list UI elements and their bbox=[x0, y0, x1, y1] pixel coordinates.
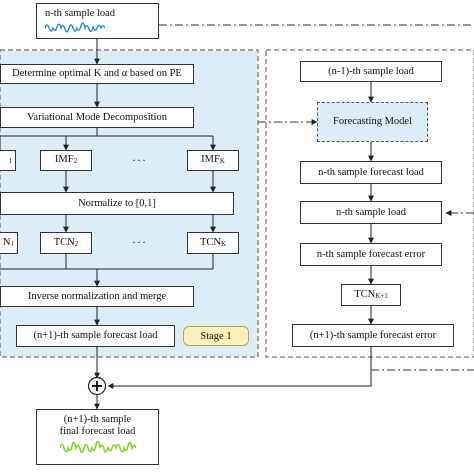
forecast-load-box: n-th sample forecast load bbox=[300, 161, 442, 184]
tcn1-box-partial: N1 bbox=[0, 232, 18, 254]
sample-load-box: n-th sample load bbox=[300, 201, 442, 224]
tcn1-label: N1 bbox=[2, 236, 14, 248]
imfk-label: IMFK bbox=[201, 154, 225, 165]
sum-node bbox=[87, 376, 107, 396]
prev-load-box: (n-1)-th sample load bbox=[300, 61, 442, 82]
tcn-k1-box: TCNK+1 bbox=[341, 284, 401, 306]
blue-wave-icon bbox=[45, 22, 105, 33]
merge-box: Inverse normalization and merge bbox=[0, 286, 194, 307]
arrow-stage2-to-sum bbox=[107, 347, 372, 389]
input-load-box: n-th sample load bbox=[36, 3, 159, 39]
sum-symbol: + bbox=[90, 376, 104, 395]
imf2-label: IMF2 bbox=[54, 154, 78, 165]
forecast-error-label: n-th sample forecast error bbox=[316, 248, 426, 260]
imf-ellipsis: ··· bbox=[132, 153, 147, 167]
stage1-badge: Stage 1 bbox=[183, 326, 249, 346]
final-output-box: (n+1)-th sample final forecast load bbox=[36, 409, 159, 465]
next-error-label: (n+1)-th sample forecast error bbox=[309, 329, 437, 341]
forecasting-model-box: Forecasting Model bbox=[317, 102, 428, 142]
imf1-box-partial: 1 bbox=[0, 150, 16, 171]
tcn-k1-label: TCNK+1 bbox=[354, 288, 388, 300]
prev-load-label: (n-1)-th sample load bbox=[328, 65, 414, 77]
sample-load-label: n-th sample load bbox=[336, 206, 406, 218]
imfk-box: IMFK bbox=[187, 150, 239, 171]
vmd-label: Variational Mode Decomposition bbox=[27, 111, 167, 123]
forecast-error-box: n-th sample forecast error bbox=[300, 243, 442, 266]
tcnk-box: TCNK bbox=[187, 232, 239, 254]
forecasting-model-label: Forecasting Model bbox=[332, 116, 413, 127]
pe-step-box: Determine optimal K and α based on PE bbox=[0, 64, 194, 84]
imf2-box: IMF2 bbox=[40, 150, 92, 171]
imf1-label: 1 bbox=[8, 156, 13, 165]
final-output-line1: (n+1)-th sample bbox=[63, 414, 132, 425]
tcn2-box: TCN2 bbox=[40, 232, 92, 254]
merge-label: Inverse normalization and merge bbox=[27, 290, 167, 302]
next-error-box: (n+1)-th sample forecast error bbox=[292, 324, 454, 347]
tcn-ellipsis: ··· bbox=[132, 235, 147, 249]
stage1-badge-label: Stage 1 bbox=[200, 330, 232, 342]
stage1-forecast-box: (n+1)-th sample forecast load bbox=[16, 325, 175, 347]
tcn2-label: TCN2 bbox=[53, 236, 79, 248]
pe-step-label: Determine optimal K and α based on PE bbox=[12, 68, 182, 79]
forecast-load-label: n-th sample forecast load bbox=[318, 166, 424, 178]
stage1-forecast-label: (n+1)-th sample forecast load bbox=[33, 330, 158, 341]
normalize-box: Normalize to [0,1] bbox=[0, 192, 234, 215]
normalize-label: Normalize to [0,1] bbox=[78, 197, 156, 209]
final-output-line2: final forecast load bbox=[59, 426, 136, 437]
green-wave-icon bbox=[59, 441, 136, 454]
tcnk-label: TCNK bbox=[199, 236, 227, 248]
input-load-label: n-th sample load bbox=[45, 8, 115, 19]
vmd-box: Variational Mode Decomposition bbox=[0, 107, 194, 128]
